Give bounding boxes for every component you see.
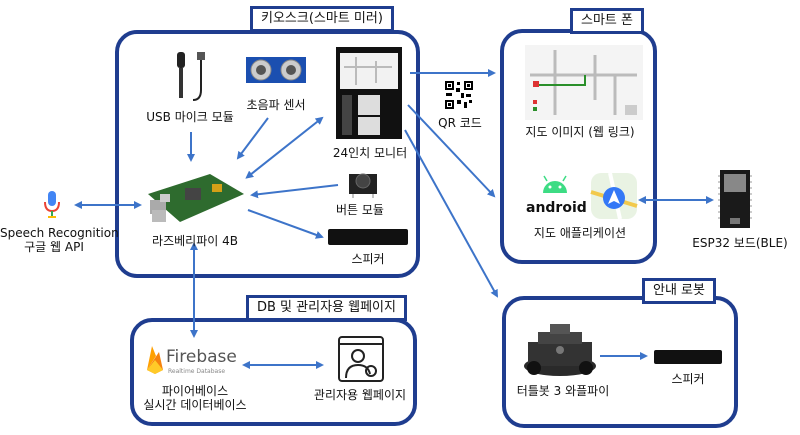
monitor-icon <box>336 47 402 139</box>
firebase-label-line2: 실시간 데이터베이스 <box>143 398 247 412</box>
qr-code-icon <box>444 80 474 110</box>
button-module-label: 버튼 모듈 <box>336 203 384 217</box>
kiosk-title: 키오스크(스마트 미러) <box>250 6 394 32</box>
admin-webpage-icon <box>338 336 384 382</box>
esp32-board-icon <box>718 170 752 228</box>
qr-label: QR 코드 <box>438 116 482 130</box>
firebase-icon <box>147 346 163 374</box>
ultrasonic-label: 초음파 센서 <box>246 98 306 112</box>
smartphone-title: 스마트 폰 <box>570 8 644 34</box>
ultrasonic-sensor-icon <box>246 57 306 83</box>
monitor-label: 24인치 모니터 <box>332 146 408 160</box>
android-icon <box>543 175 567 193</box>
firebase-name: Firebase <box>166 347 237 367</box>
speech-label-line1: Speech Recognition <box>0 226 119 240</box>
button-module-icon <box>349 173 377 198</box>
rpi-label: 라즈베리파이 4B <box>152 234 238 248</box>
speech-label-line2: 구글 웹 API <box>24 240 84 254</box>
turtlebot-icon <box>524 324 596 376</box>
raspberry-pi-icon <box>148 174 244 222</box>
turtlebot-label: 터틀봇 3 와플파이 <box>516 384 610 398</box>
robot-speaker-label: 스피커 <box>671 372 705 386</box>
usb-mic-icon <box>177 52 205 101</box>
esp32-label: ESP32 보드(BLE) <box>692 236 788 250</box>
map-image-label: 지도 이미지 (웹 링크) <box>525 125 635 139</box>
kiosk-speaker-label: 스피커 <box>351 252 385 266</box>
robot-speaker-icon <box>654 350 722 364</box>
firebase-sub: Realtime Database <box>168 368 226 375</box>
admin-webpage-label: 관리자용 웹페이지 <box>313 388 407 402</box>
robot-group-box <box>502 296 738 428</box>
firebase-label-line1: 파이어베이스 <box>161 384 229 398</box>
usb-mic-label: USB 마이크 모듈 <box>146 110 234 124</box>
map-app-label: 지도 애플리케이션 <box>533 226 627 240</box>
robot-title: 안내 로봇 <box>642 278 716 304</box>
kiosk-speaker-icon <box>328 229 408 245</box>
database-title: DB 및 관리자용 웹페이지 <box>246 295 407 321</box>
maps-app-icon <box>590 172 638 220</box>
microphone-icon <box>44 191 60 218</box>
android-text: android <box>526 200 587 216</box>
map-image-icon <box>525 45 643 120</box>
